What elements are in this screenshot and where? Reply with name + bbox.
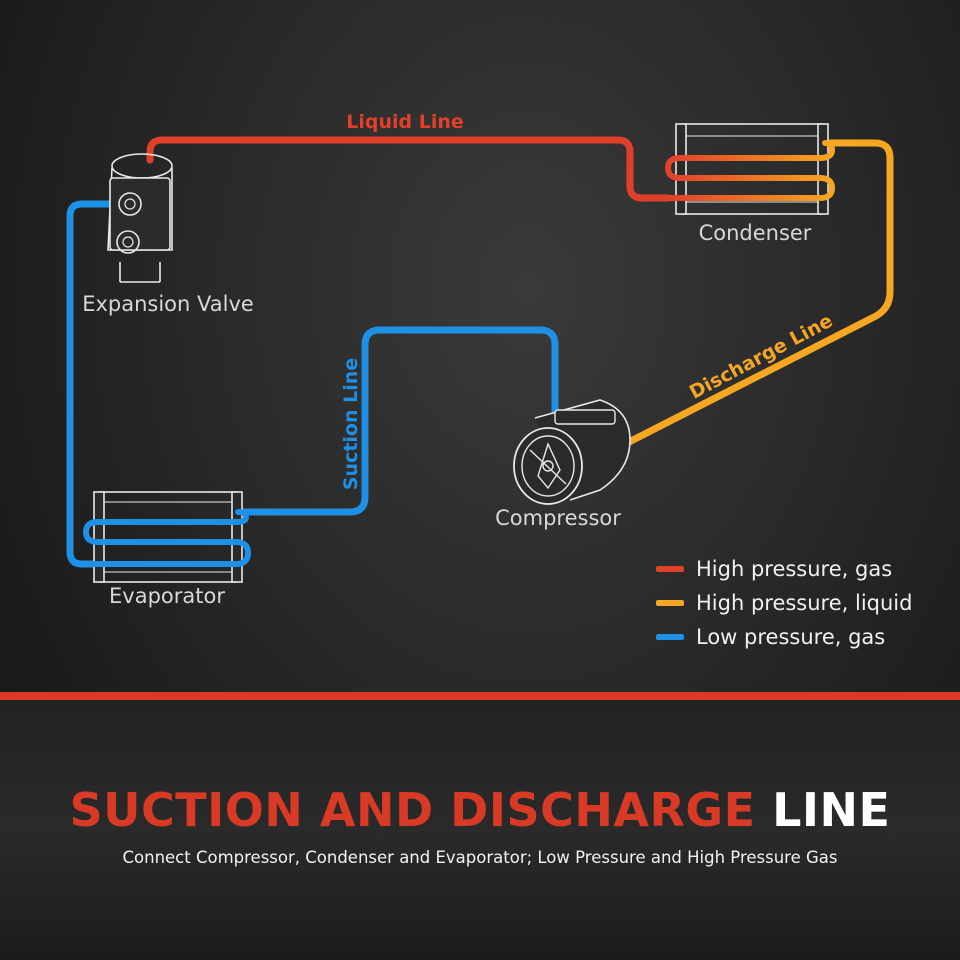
suction-line-pipe — [234, 326, 559, 516]
expansion-valve-label: Expansion Valve — [82, 292, 254, 316]
title-panel — [0, 700, 960, 960]
accent-divider — [0, 692, 960, 700]
discharge-line-pipe — [621, 139, 894, 448]
page-title: SUCTION AND DISCHARGE LINE — [0, 780, 960, 840]
liquid-line-label: Liquid Line — [346, 111, 464, 133]
compressor-label: Compressor — [495, 506, 621, 530]
liquid-line-pipe — [146, 136, 672, 202]
ac-system-diagram: Liquid Line Suction Line Discharge Line … — [66, 111, 894, 608]
expansion-valve — [107, 153, 173, 283]
condenser-label: Condenser — [699, 221, 812, 245]
discharge-line-label: Discharge Line — [686, 310, 836, 404]
legend-label: Low pressure, gas — [696, 625, 886, 649]
legend: High pressure, gas High pressure, liquid… — [656, 552, 946, 654]
suction-line-label: Suction Line — [340, 358, 362, 490]
legend-item-high-pressure-gas: High pressure, gas — [656, 552, 946, 586]
compressor — [513, 399, 631, 505]
page-subtitle: Connect Compressor, Condenser and Evapor… — [122, 848, 838, 867]
title-accent-part: SUCTION AND DISCHARGE — [69, 783, 756, 837]
title-white-part: LINE — [772, 783, 891, 837]
legend-swatch-red — [656, 566, 684, 572]
condenser — [664, 123, 836, 215]
evaporator-label: Evaporator — [109, 584, 225, 608]
legend-item-high-pressure-liquid: High pressure, liquid — [656, 586, 946, 620]
legend-label: High pressure, gas — [696, 557, 893, 581]
legend-label: High pressure, liquid — [696, 591, 913, 615]
legend-item-low-pressure-gas: Low pressure, gas — [656, 620, 946, 654]
evaporator-feed-pipe — [66, 200, 118, 568]
evaporator — [82, 491, 252, 583]
legend-swatch-blue — [656, 634, 684, 640]
legend-swatch-orange — [656, 600, 684, 606]
